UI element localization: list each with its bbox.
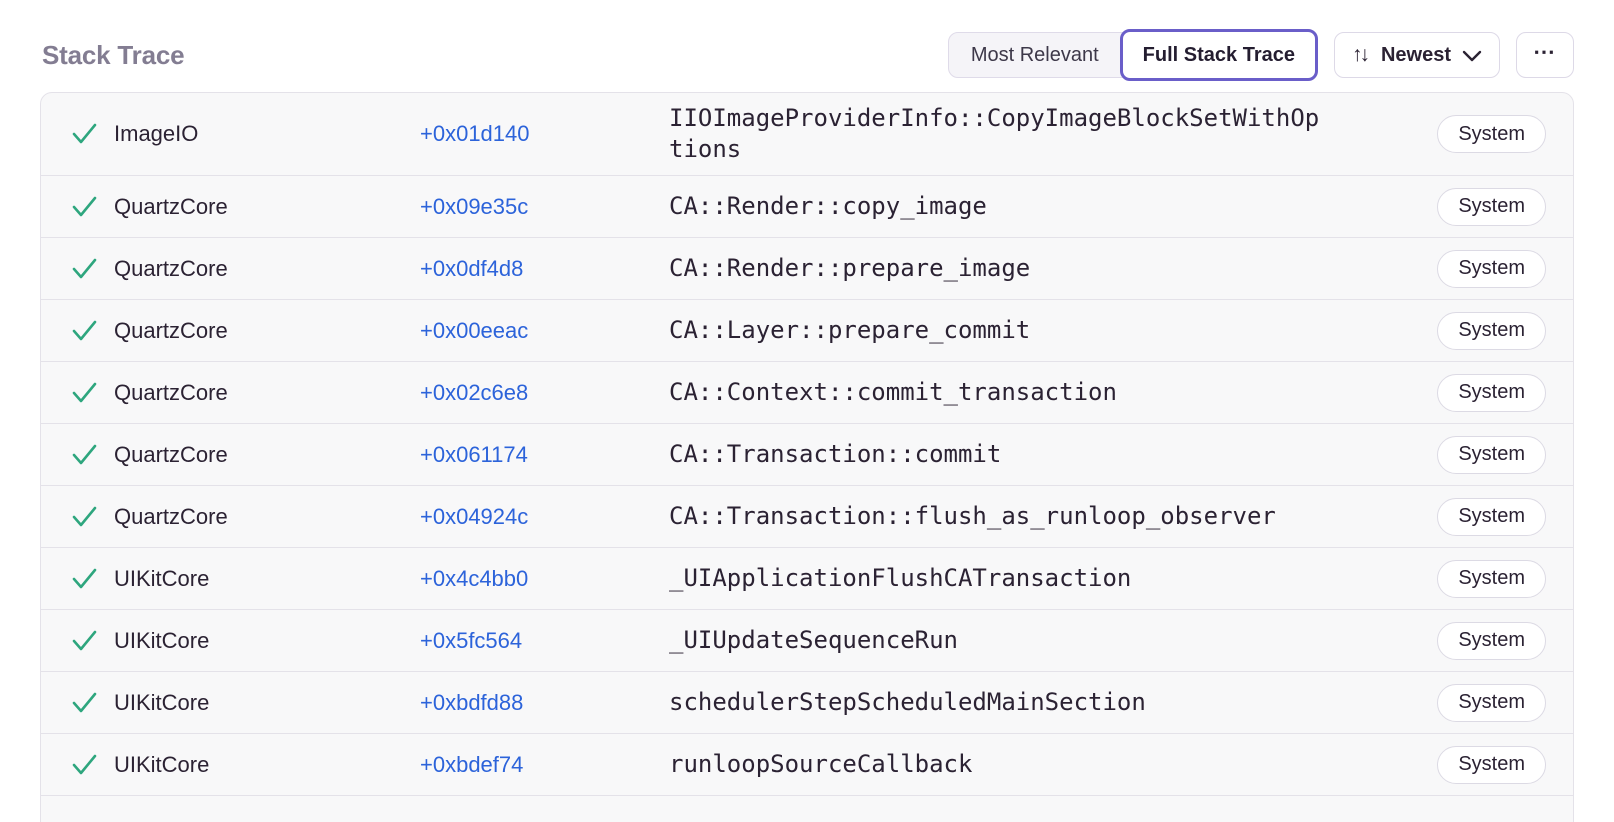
frame-address-link[interactable]: +0x4c4bb0 <box>420 565 529 591</box>
system-badge: System <box>1437 115 1546 153</box>
system-badge: System <box>1437 497 1546 536</box>
check-icon <box>71 567 114 591</box>
toggle-full-stack-trace[interactable]: Full Stack Trace <box>1119 29 1318 81</box>
check-icon <box>71 195 114 219</box>
stack-frame-row[interactable]: QuartzCore +0x061174 CA::Transaction::co… <box>41 423 1573 485</box>
check-icon <box>71 505 114 529</box>
frame-badge-cell: System <box>1406 249 1546 288</box>
check-icon <box>71 122 114 146</box>
system-badge: System <box>1437 373 1546 412</box>
chevron-down-icon <box>1462 48 1482 62</box>
frame-module: QuartzCore <box>114 503 228 529</box>
frame-function: schedulerStepScheduledMainSection <box>669 688 1146 716</box>
system-badge: System <box>1437 435 1546 474</box>
frame-badge-cell: System <box>1406 683 1546 722</box>
frame-address-link[interactable]: +0x09e35c <box>420 193 529 219</box>
frame-module: QuartzCore <box>114 193 228 219</box>
ellipsis-icon: ⋯ <box>1533 39 1557 64</box>
system-badge: System <box>1437 745 1546 784</box>
check-icon <box>71 319 114 343</box>
system-badge: System <box>1437 683 1546 722</box>
stack-frame-row[interactable]: UIKitCore +0x5fc564 _UIUpdateSequenceRun… <box>41 609 1573 671</box>
system-badge: System <box>1437 559 1546 598</box>
frame-function: IIOImageProviderInfo::CopyImageBlockSetW… <box>669 104 1320 163</box>
frame-function: CA::Render::prepare_image <box>669 254 1031 282</box>
frame-badge-cell: System <box>1406 311 1546 350</box>
frame-function: CA::Transaction::commit <box>669 440 1002 468</box>
sort-newest-button[interactable]: ↑↓ Newest <box>1333 32 1500 78</box>
sort-label: Newest <box>1380 43 1451 66</box>
frame-module: QuartzCore <box>114 441 228 467</box>
stack-frame-row[interactable]: QuartzCore +0x04924c CA::Transaction::fl… <box>41 485 1573 547</box>
header-controls: Most Relevant Full Stack Trace ↑↓ Newest… <box>947 29 1574 81</box>
frame-address-link[interactable]: +0x04924c <box>420 503 529 529</box>
frame-badge-cell: System <box>1406 435 1546 474</box>
frame-badge-cell: System <box>1406 621 1546 660</box>
frame-function: CA::Transaction::flush_as_runloop_observ… <box>669 502 1276 530</box>
sort-arrows-icon: ↑↓ <box>1351 43 1370 66</box>
frame-address-link[interactable]: +0xbdef74 <box>420 751 524 777</box>
frame-badge-cell: System <box>1406 559 1546 598</box>
frame-module: QuartzCore <box>114 317 228 343</box>
frame-module: QuartzCore <box>114 379 228 405</box>
system-badge: System <box>1437 249 1546 288</box>
stack-frame-row[interactable]: QuartzCore +0x0df4d8 CA::Render::prepare… <box>41 237 1573 299</box>
stack-frame-row[interactable]: QuartzCore +0x02c6e8 CA::Context::commit… <box>41 361 1573 423</box>
check-icon <box>71 691 114 715</box>
frame-module: UIKitCore <box>114 565 210 591</box>
frame-badge-cell: System <box>1406 373 1546 412</box>
check-icon <box>71 443 114 467</box>
frame-badge-cell: System <box>1406 497 1546 536</box>
check-icon <box>71 753 114 777</box>
toggle-most-relevant[interactable]: Most Relevant <box>949 33 1121 77</box>
stack-frame-row[interactable]: UIKitCore +0xbdef74 runloopSourceCallbac… <box>41 733 1573 795</box>
frame-module: ImageIO <box>114 121 199 146</box>
frame-address-link[interactable]: +0x02c6e8 <box>420 379 529 405</box>
stack-frame-row[interactable]: QuartzCore +0x09e35c CA::Render::copy_im… <box>41 175 1573 237</box>
frame-function: _UIApplicationFlushCATransaction <box>669 564 1132 592</box>
frame-badge-cell: System <box>1406 187 1546 226</box>
frame-function: CA::Layer::prepare_commit <box>669 316 1031 344</box>
frame-address-link[interactable]: +0x061174 <box>420 441 528 467</box>
frame-module: UIKitCore <box>114 751 210 777</box>
stack-frame-row[interactable]: QuartzCore +0x00eeac CA::Layer::prepare_… <box>41 299 1573 361</box>
check-icon <box>71 629 114 653</box>
frame-address-link[interactable]: +0xbdfd88 <box>420 689 524 715</box>
trace-view-toggle: Most Relevant Full Stack Trace <box>947 29 1318 81</box>
system-badge: System <box>1437 187 1546 226</box>
stack-trace-header: Stack Trace Most Relevant Full Stack Tra… <box>0 0 1614 92</box>
check-icon <box>71 257 114 281</box>
frame-address-link[interactable]: +0x00eeac <box>420 317 529 343</box>
frame-module: UIKitCore <box>114 689 210 715</box>
clipped-next-row <box>41 795 1573 822</box>
frame-function: _UIUpdateSequenceRun <box>669 626 958 654</box>
check-icon <box>71 381 114 405</box>
stack-frame-row[interactable]: UIKitCore +0xbdfd88 schedulerStepSchedul… <box>41 671 1573 733</box>
frame-module: QuartzCore <box>114 255 228 281</box>
frame-badge-cell: System <box>1406 115 1546 153</box>
frame-address-link[interactable]: +0x0df4d8 <box>420 255 524 281</box>
frame-module: UIKitCore <box>114 627 210 653</box>
frame-address-link[interactable]: +0x5fc564 <box>420 627 523 653</box>
frame-badge-cell: System <box>1406 745 1546 784</box>
stack-trace-table: ImageIO +0x01d140 IIOImageProviderInfo::… <box>40 92 1574 822</box>
system-badge: System <box>1437 311 1546 350</box>
stack-frame-row[interactable]: ImageIO +0x01d140 IIOImageProviderInfo::… <box>41 93 1573 175</box>
system-badge: System <box>1437 621 1546 660</box>
frame-function: CA::Render::copy_image <box>669 192 987 220</box>
more-options-button[interactable]: ⋯ <box>1516 32 1574 78</box>
stack-frame-row[interactable]: UIKitCore +0x4c4bb0 _UIApplicationFlushC… <box>41 547 1573 609</box>
frame-function: CA::Context::commit_transaction <box>669 378 1117 406</box>
page-title: Stack Trace <box>42 39 185 70</box>
frame-function: runloopSourceCallback <box>669 750 973 778</box>
frame-address-link[interactable]: +0x01d140 <box>420 121 530 146</box>
